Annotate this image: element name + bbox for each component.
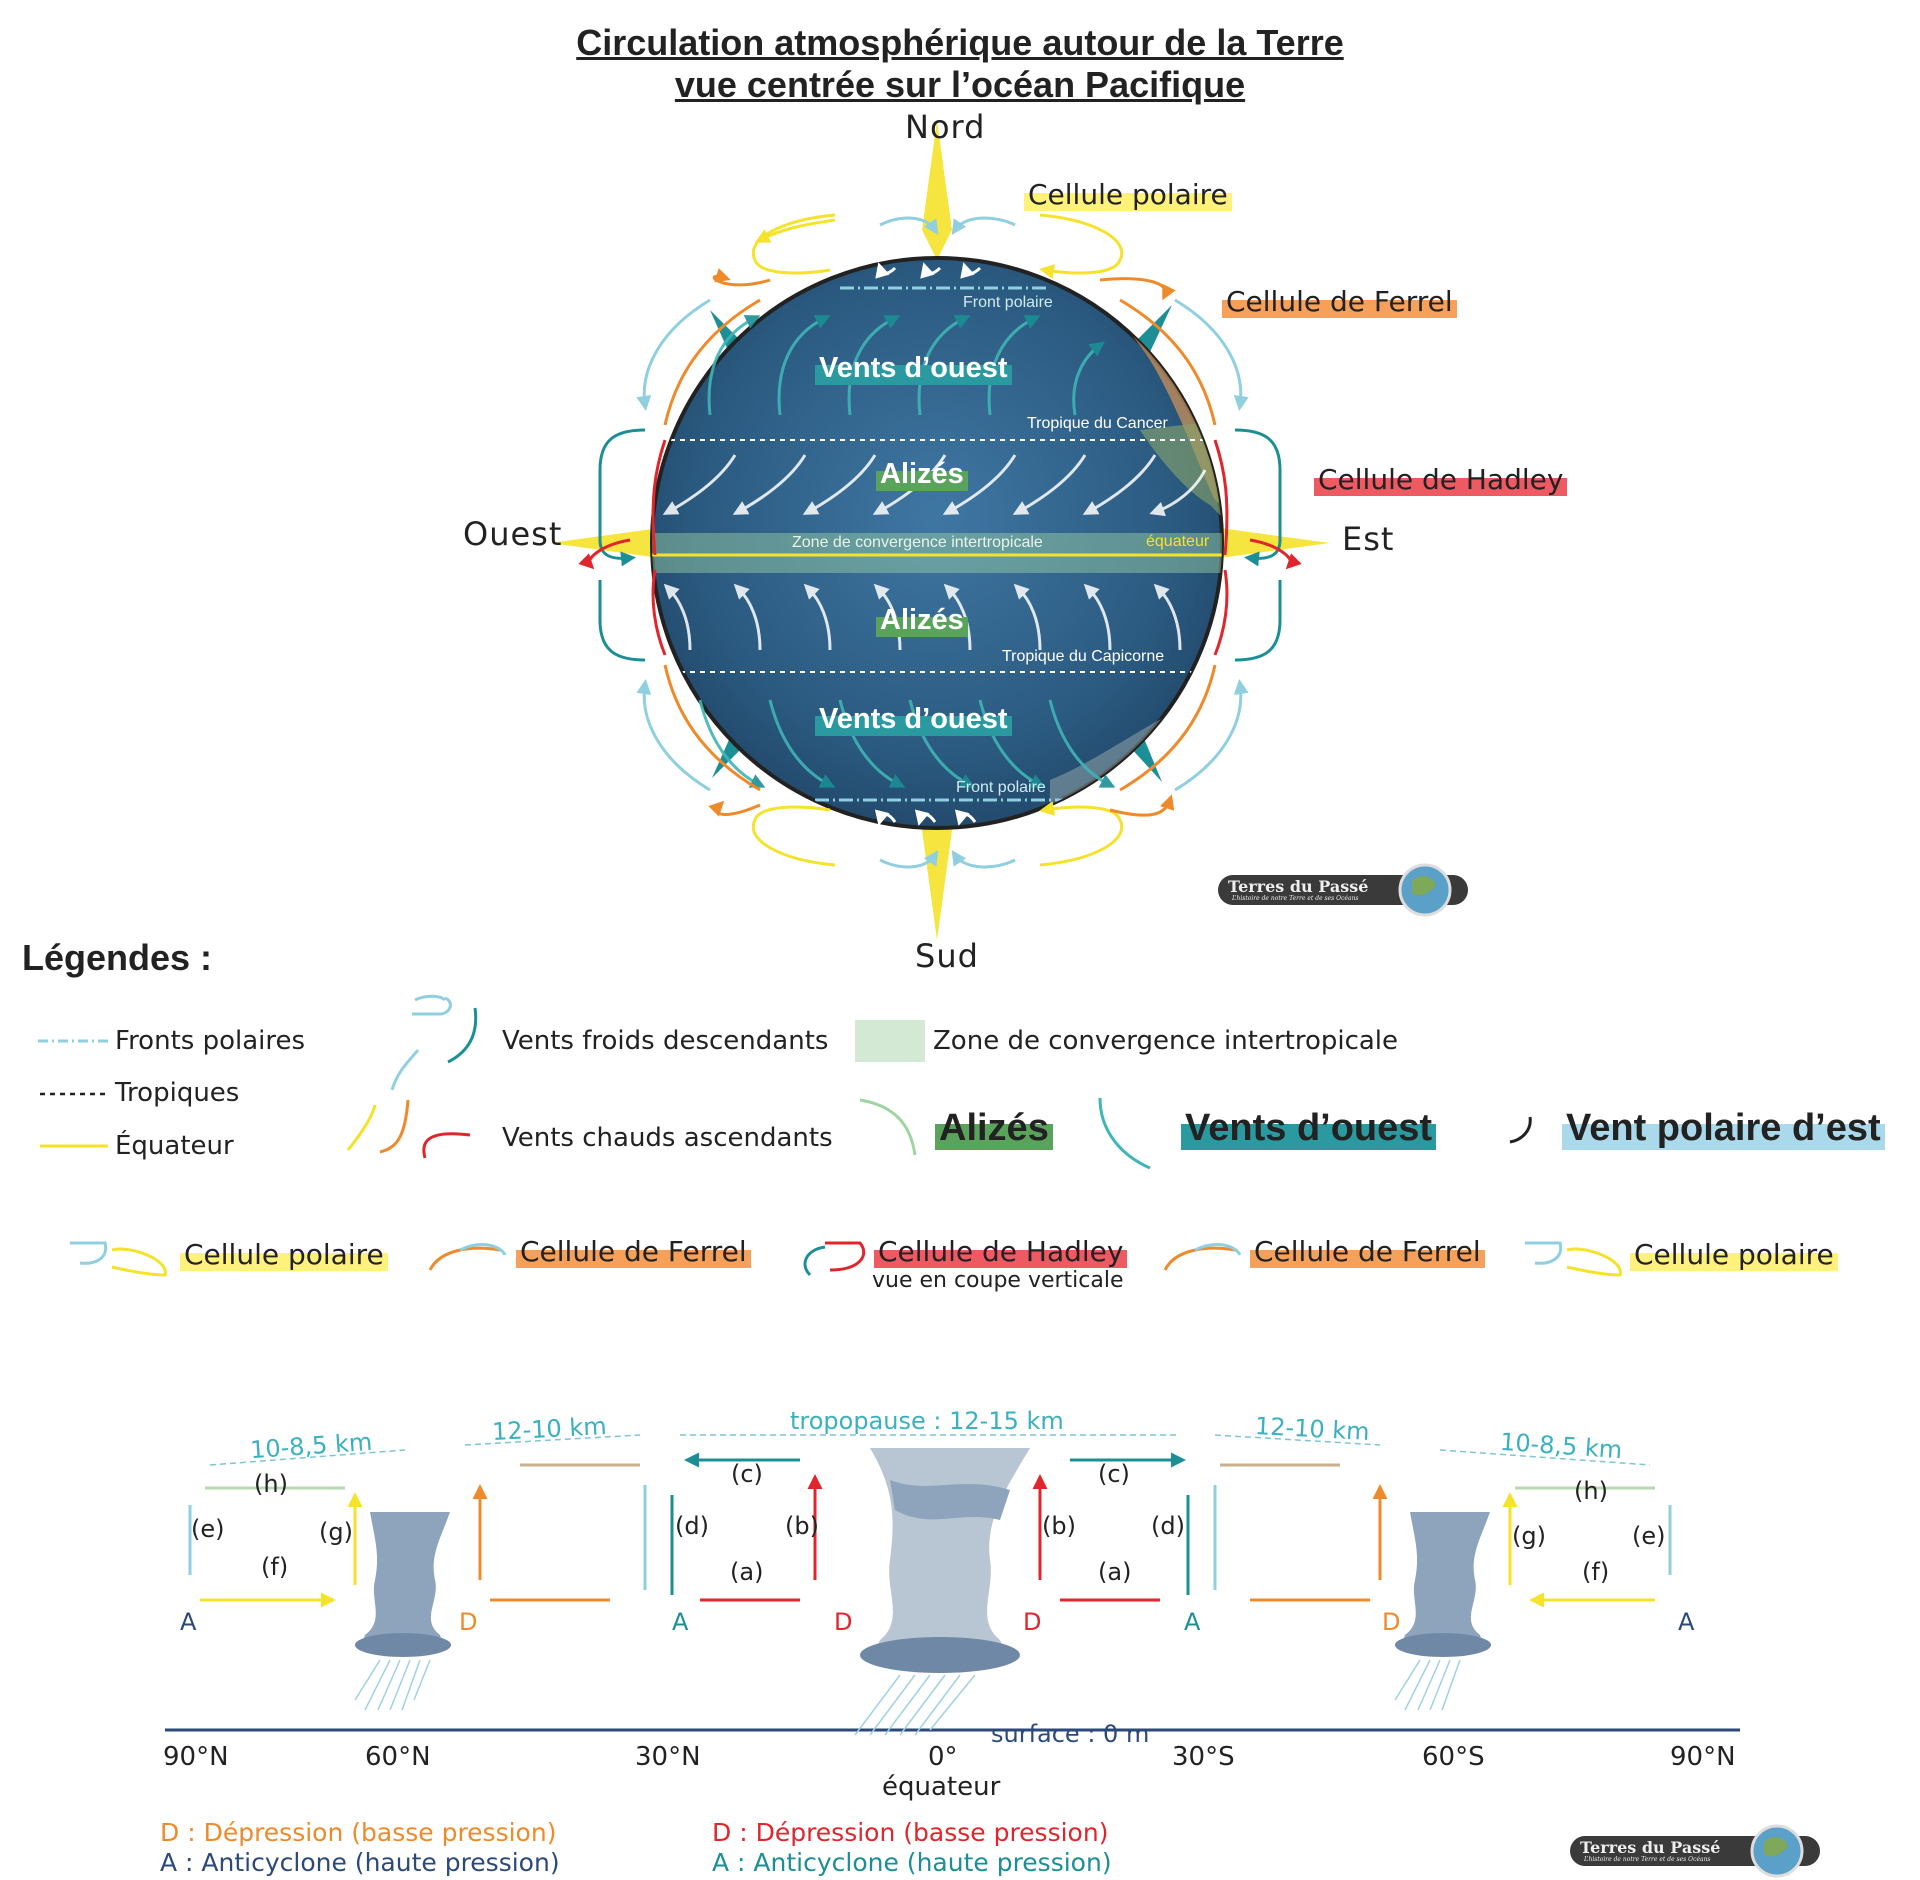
polar-cell-north xyxy=(188,1486,363,1608)
height-tropopause: tropopause : 12-15 km xyxy=(790,1407,1064,1435)
polar-cell-label: Cellule polaire xyxy=(1024,178,1232,211)
compass-south: Sud xyxy=(915,937,979,975)
height-ferrel-north: 12-10 km xyxy=(491,1412,608,1446)
pressure-a-30s: A xyxy=(1184,1608,1201,1636)
legend-cell-ferrel-1: Cellule de Ferrel xyxy=(516,1235,751,1268)
legend-d-orange: D : Dépression (basse pression) xyxy=(160,1818,557,1847)
legend-cell-icons xyxy=(70,1241,1622,1277)
legend-polar-easterly: Vent polaire d’est xyxy=(1562,1107,1885,1150)
letter-c-n: (c) xyxy=(731,1460,763,1488)
letter-h-n: (h) xyxy=(254,1470,288,1498)
compass-north: Nord xyxy=(905,108,986,146)
legend-equator: Équateur xyxy=(115,1131,234,1161)
pressure-a-90n: A xyxy=(180,1608,197,1636)
lat-30s: 30°S xyxy=(1172,1742,1235,1772)
polar-front-south-label: Front polaire xyxy=(956,779,1046,796)
ferrel-cell-arrows xyxy=(663,268,1217,817)
letter-b-s: (b) xyxy=(1042,1512,1076,1540)
lat-0: 0° xyxy=(928,1742,958,1772)
pressure-a-90s: A xyxy=(1678,1608,1695,1636)
legend-a-navy: A : Anticyclone (haute pression) xyxy=(160,1848,560,1877)
polar-front-north-label: Front polaire xyxy=(963,294,1053,311)
letter-f-s: (f) xyxy=(1582,1558,1610,1586)
ferrel-cell-label: Cellule de Ferrel xyxy=(1222,285,1457,318)
trades-south-label: Alizés xyxy=(876,604,968,637)
pressure-d-eq-1: D xyxy=(834,1608,853,1636)
cloud-icon-60N xyxy=(354,1512,451,1711)
letter-f-n: (f) xyxy=(261,1553,289,1581)
letter-a-s: (a) xyxy=(1098,1558,1132,1586)
globe-diagram xyxy=(550,120,1330,940)
lat-30n: 30°N xyxy=(635,1742,701,1772)
ferrel-cell-north xyxy=(472,1463,647,1602)
pressure-d-60s: D xyxy=(1382,1608,1401,1636)
hadley-cell-south xyxy=(1032,1452,1190,1602)
letter-d-n: (d) xyxy=(675,1512,709,1540)
letter-e-s: (e) xyxy=(1632,1522,1666,1550)
legend-cell-hadley: Cellule de Hadley xyxy=(874,1235,1128,1268)
legend-cell-polar-1: Cellule polaire xyxy=(180,1238,388,1271)
hadley-cell-arrows xyxy=(578,428,1302,662)
letter-c-s: (c) xyxy=(1098,1460,1130,1488)
vertical-section-diagram xyxy=(165,1434,1740,1736)
equator-globe-label: équateur xyxy=(1146,533,1210,550)
height-ferrel-south: 12-10 km xyxy=(1254,1412,1371,1446)
legend-tropics: Tropiques xyxy=(115,1078,240,1108)
legend-cold-winds: Vents froids descendants xyxy=(502,1026,829,1056)
legend-title: Légendes : xyxy=(22,937,213,978)
lat-60s: 60°S xyxy=(1422,1742,1485,1772)
legend-vertical-section: vue en coupe verticale xyxy=(872,1268,1124,1293)
compass-east: Est xyxy=(1342,520,1395,558)
pressure-d-eq-2: D xyxy=(1023,1608,1042,1636)
legend-warm-winds: Vents chauds ascendants xyxy=(502,1123,833,1153)
lat-90n: 90°N xyxy=(163,1742,229,1772)
cloud-icon-60S xyxy=(1394,1512,1491,1711)
logo-top: Terres du Passé L’histoire de notre Terr… xyxy=(1218,863,1468,917)
westerlies-north-label: Vents d’ouest xyxy=(815,352,1012,385)
legend-polar-fronts: Fronts polaires xyxy=(115,1026,306,1056)
tropic-cancer-label: Tropique du Cancer xyxy=(1027,415,1168,432)
polar-cell-south xyxy=(1502,1486,1672,1608)
legend-cell-ferrel-2: Cellule de Ferrel xyxy=(1250,1235,1485,1268)
westerlies-south-label: Vents d’ouest xyxy=(815,703,1012,736)
letter-h-s: (h) xyxy=(1574,1477,1608,1505)
legend-a-teal: A : Anticyclone (haute pression) xyxy=(712,1848,1112,1877)
surface-label: surface : 0 m xyxy=(991,1720,1150,1748)
ferrel-cell-south xyxy=(1213,1463,1388,1602)
hadley-cell-label: Cellule de Hadley xyxy=(1314,463,1568,496)
pressure-a-30n: A xyxy=(672,1608,689,1636)
letter-a-n: (a) xyxy=(730,1558,764,1586)
itcz-label: Zone de convergence intertropicale xyxy=(792,534,1043,551)
letter-b-n: (b) xyxy=(785,1512,819,1540)
trades-north-label: Alizés xyxy=(876,458,968,491)
hadley-cell-north xyxy=(670,1452,823,1602)
globe-logo-icon xyxy=(1398,863,1452,917)
legend-trades: Alizés xyxy=(935,1107,1053,1150)
legend-cell-polar-2: Cellule polaire xyxy=(1630,1238,1838,1271)
legend-itcz: Zone de convergence intertropicale xyxy=(933,1026,1399,1056)
lat-90s: 90°N xyxy=(1670,1742,1736,1772)
letter-g-n: (g) xyxy=(319,1518,353,1546)
letter-e-n: (e) xyxy=(191,1515,225,1543)
polar-cell-arrows xyxy=(636,213,1249,869)
tropic-capricorn-label: Tropique du Capicorne xyxy=(1002,648,1165,665)
legend-line-icons xyxy=(38,994,1532,1170)
pressure-d-60n: D xyxy=(459,1608,478,1636)
title-line-2: vue centrée sur l’océan Pacifique xyxy=(674,64,1246,105)
globe xyxy=(650,256,1224,830)
legend-westerlies: Vents d’ouest xyxy=(1181,1107,1437,1150)
polar-easterly-arrows xyxy=(874,262,982,826)
title-line-1: Circulation atmosphérique autour de la T… xyxy=(576,22,1344,63)
letter-g-s: (g) xyxy=(1512,1522,1546,1550)
logo-bottom: Terres du Passé L’histoire de notre Terr… xyxy=(1570,1824,1820,1878)
legend-d-red: D : Dépression (basse pression) xyxy=(712,1818,1109,1847)
cloud-icon-equator xyxy=(854,1448,1030,1736)
equator-section-label: équateur xyxy=(882,1772,1001,1802)
letter-d-s: (d) xyxy=(1151,1512,1185,1540)
compass-west: Ouest xyxy=(463,515,563,553)
lat-60n: 60°N xyxy=(365,1742,431,1772)
globe-logo-icon xyxy=(1750,1824,1804,1878)
